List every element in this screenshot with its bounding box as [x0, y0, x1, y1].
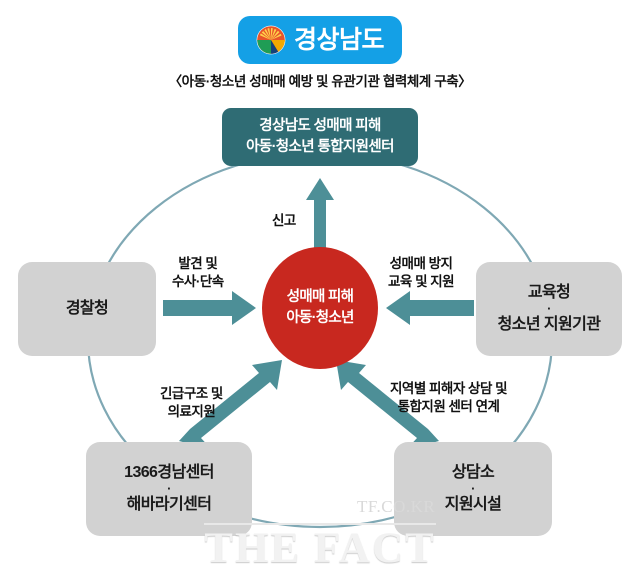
- node-police-agency[interactable]: 경찰청: [18, 262, 156, 356]
- node-line-2: 아동·청소년 통합지원센터: [246, 139, 394, 155]
- node-line-2: 해바라기센터: [126, 495, 212, 513]
- arrow-label-center1366-to-core: 긴급구조 및 의료지원: [160, 385, 223, 421]
- watermark-url: TF.CO.KR: [357, 497, 436, 516]
- node-line-1: 상담소: [451, 463, 495, 481]
- node-line-1: 1366경남센터: [124, 463, 214, 481]
- node-line-1: 교육청: [527, 283, 571, 301]
- arrow-label-police-to-core: 발견 및 수사·단속: [172, 255, 224, 291]
- core-line-2: 아동·청소년: [286, 310, 354, 326]
- node-victim-core[interactable]: 성매매 피해 아동·청소년: [262, 247, 378, 369]
- gyeongnam-logo: 경상남도: [238, 16, 402, 64]
- label-line-2: 통합지원 센터 연계: [397, 399, 500, 415]
- label-line-1: 성매매 방지: [389, 256, 453, 271]
- core-line-1: 성매매 피해: [286, 288, 354, 305]
- node-counseling-center[interactable]: 상담소 · 지원시설: [394, 442, 552, 536]
- diagram-subtitle: 〈아동·청소년 성매매 예방 및 유관기관 협력체계 구축〉: [168, 74, 472, 89]
- node-education-office[interactable]: 교육청 · 청소년 지원기관: [476, 262, 622, 356]
- node-1366-gyeongnam-center[interactable]: 1366경남센터 · 해바라기센터: [86, 442, 252, 536]
- node-line-1: 경찰청: [65, 299, 109, 317]
- arrow-label-counseling-to-core: 지역별 피해자 상담 및 통합지원 센터 연계: [390, 380, 508, 416]
- label-line-1: 발견 및: [178, 256, 218, 271]
- label-line-2: 수사·단속: [172, 274, 224, 290]
- node-line-2: 지원시설: [444, 495, 502, 513]
- node-integrated-support-center[interactable]: 경상남도 성매매 피해 아동·청소년 통합지원센터: [222, 108, 418, 166]
- arrow-label-report: 신고: [272, 212, 296, 230]
- node-line-2: 청소년 지원기관: [497, 315, 601, 333]
- node-line-1: 경상남도 성매매 피해: [259, 117, 381, 134]
- label-line-2: 교육 및 지원: [388, 274, 455, 290]
- label-line-1: 긴급구조 및: [160, 386, 223, 401]
- gyeongnam-emblem-icon: [256, 25, 286, 55]
- node-separator: ·: [547, 301, 551, 317]
- watermark-brand: THE FACT: [204, 525, 436, 572]
- label-line-1: 신고: [272, 213, 296, 228]
- watermark-rule: [204, 523, 436, 525]
- logo-label: 경상남도: [293, 25, 385, 54]
- label-line-1: 지역별 피해자 상담 및: [390, 381, 508, 396]
- label-line-2: 의료지원: [167, 404, 216, 420]
- node-separator: ·: [167, 481, 171, 497]
- node-separator: ·: [471, 481, 475, 497]
- arrow-label-education-to-core: 성매매 방지 교육 및 지원: [388, 255, 455, 291]
